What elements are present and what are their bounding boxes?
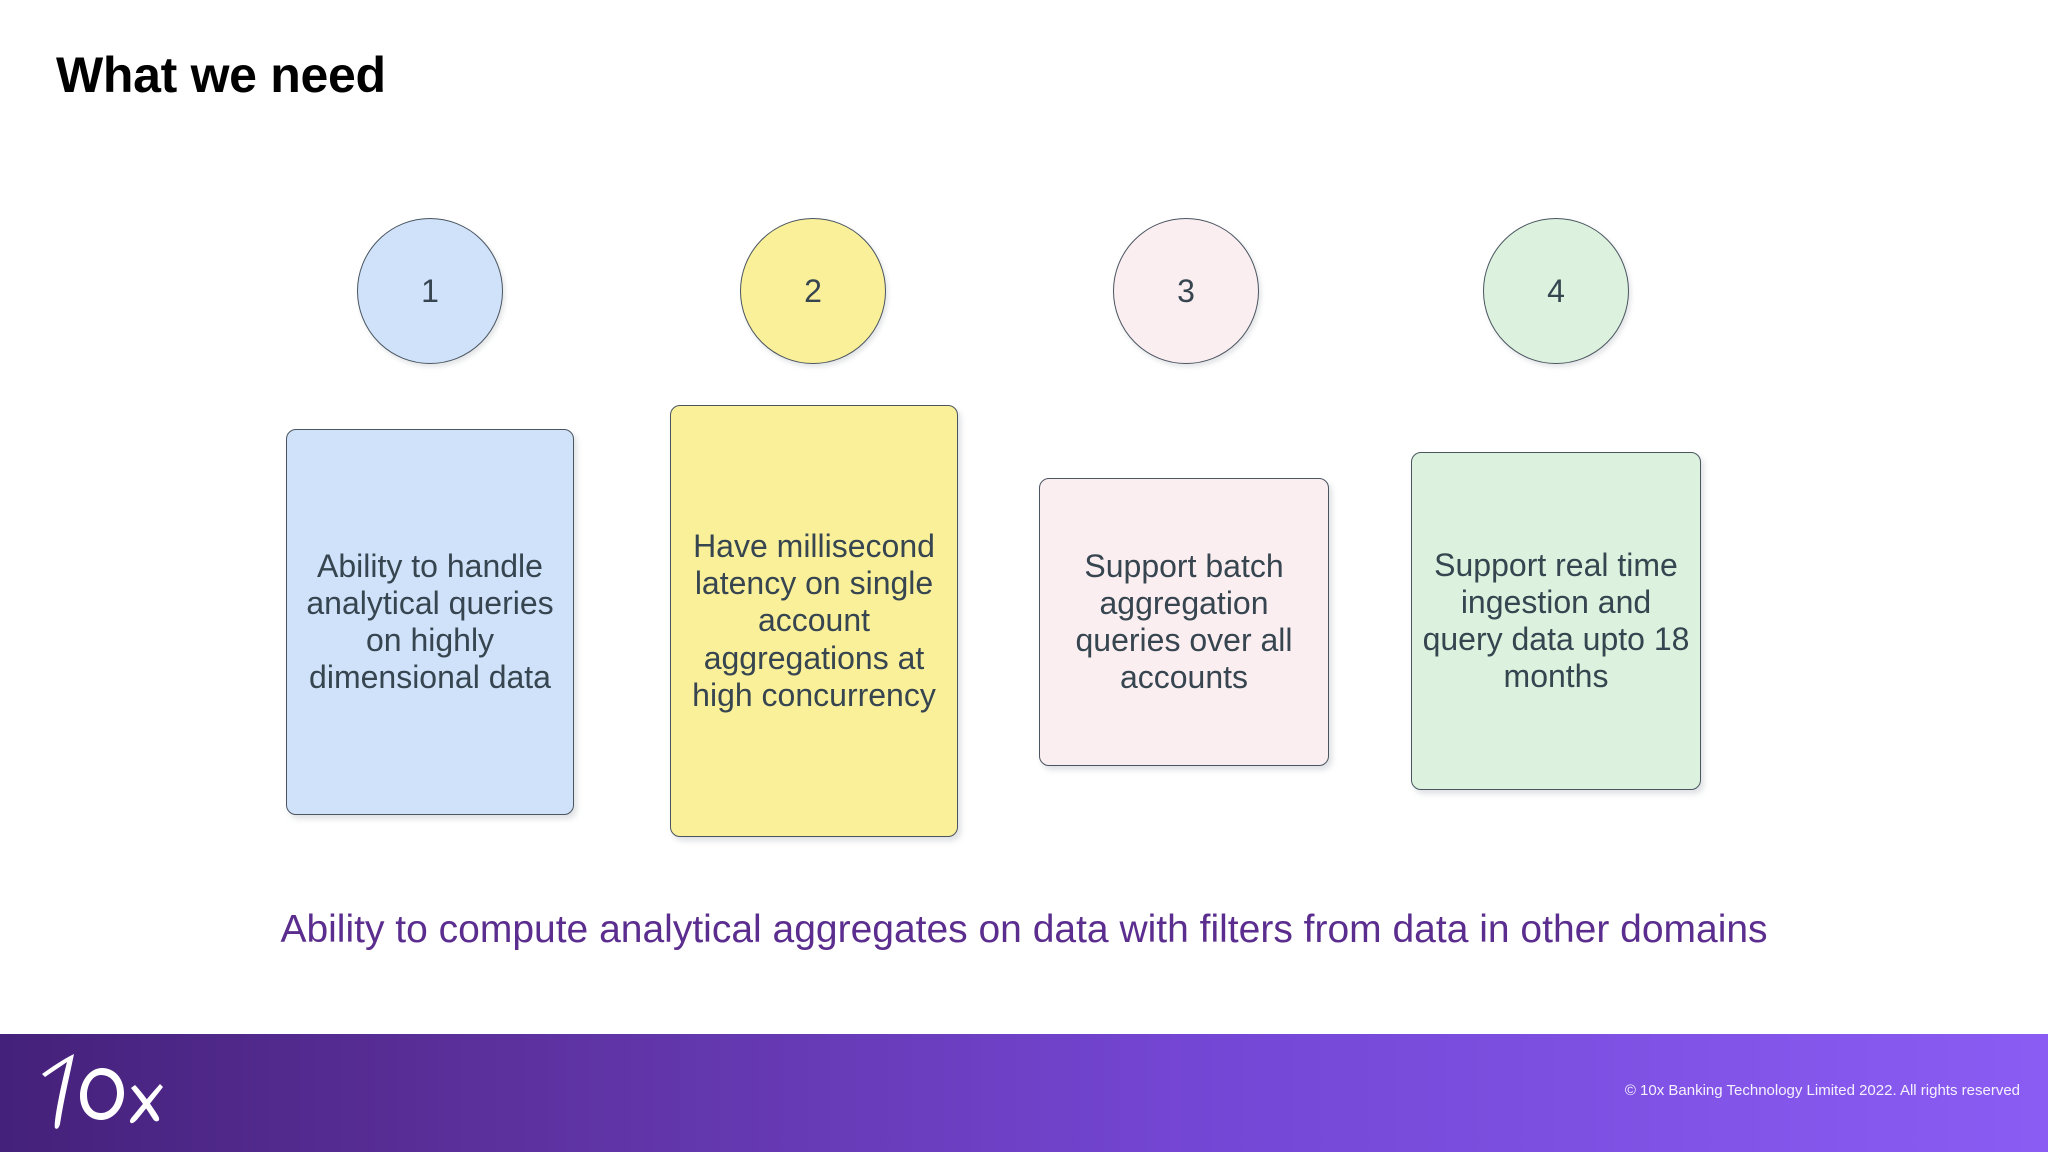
step-circle-4[interactable]: 4 xyxy=(1483,218,1629,364)
step-box-2[interactable]: Have millisecond latency on single accou… xyxy=(670,405,958,837)
step-text-3: Support batch aggregation queries over a… xyxy=(1075,547,1293,696)
step-text-4: Support real time ingestion and query da… xyxy=(1422,546,1690,695)
step-number-3: 3 xyxy=(1177,273,1195,309)
step-circle-2[interactable]: 2 xyxy=(740,218,886,364)
page-title: What we need xyxy=(56,47,386,103)
step-box-3[interactable]: Support batch aggregation queries over a… xyxy=(1039,478,1329,766)
copyright-text: © 10x Banking Technology Limited 2022. A… xyxy=(1624,1082,2020,1099)
step-box-1[interactable]: Ability to handle analytical queries on … xyxy=(286,429,574,815)
slide-footer: © 10x Banking Technology Limited 2022. A… xyxy=(0,1034,2048,1152)
step-number-2: 2 xyxy=(804,273,822,309)
10x-logo-icon xyxy=(42,1054,163,1129)
process-steps-diagram: 1 Ability to handle analytical queries o… xyxy=(286,218,1701,837)
step-number-1: 1 xyxy=(421,273,439,309)
step-box-4[interactable]: Support real time ingestion and query da… xyxy=(1411,452,1701,790)
step-text-1: Ability to handle analytical queries on … xyxy=(306,547,554,696)
step-circle-1[interactable]: 1 xyxy=(357,218,503,364)
step-number-4: 4 xyxy=(1547,273,1565,309)
step-text-2: Have millisecond latency on single accou… xyxy=(692,528,936,713)
step-circle-3[interactable]: 3 xyxy=(1113,218,1259,364)
summary-caption: Ability to compute analytical aggregates… xyxy=(280,908,1768,951)
